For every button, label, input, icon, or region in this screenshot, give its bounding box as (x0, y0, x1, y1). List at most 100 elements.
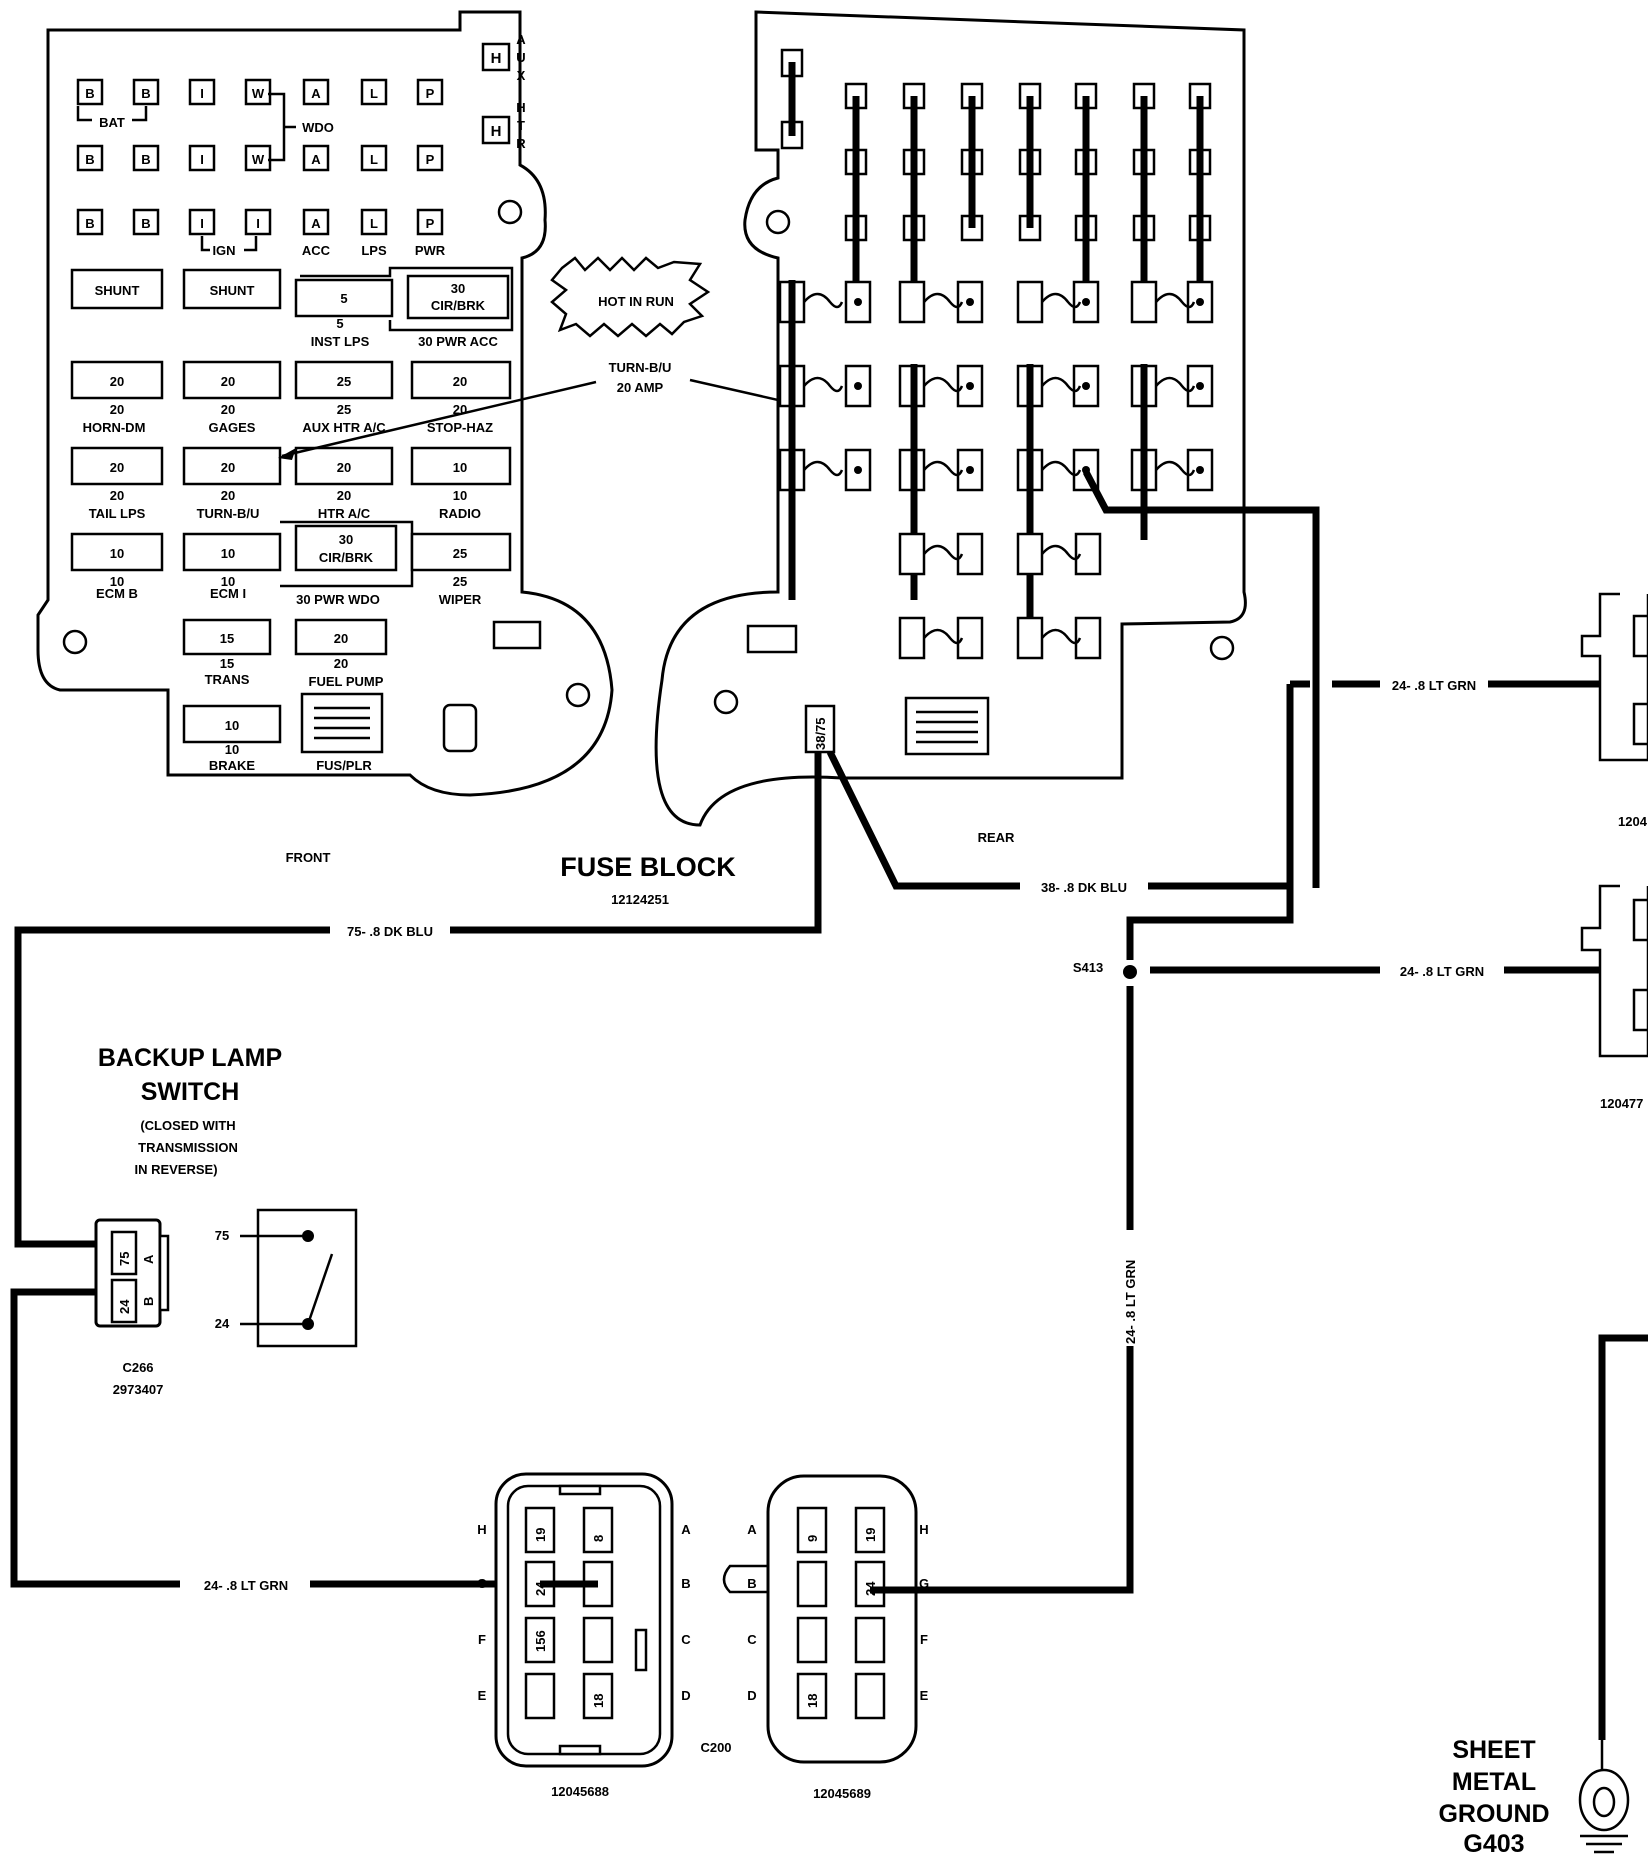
svg-text:20: 20 (334, 631, 348, 646)
aux-letter-u: U (516, 50, 525, 65)
fuse-gages: 20 20 GAGES (182, 360, 282, 435)
switch-connector-name: C266 (122, 1360, 153, 1375)
c200-letter-right-a-0: A (747, 1522, 757, 1537)
terminal-row3-4: A (302, 208, 330, 236)
terminal-row2-6: P (416, 144, 444, 172)
rear-bottom-pair-2 (898, 616, 984, 660)
svg-text:156: 156 (533, 1630, 548, 1652)
fuse-aux-htr-ac: 25 25 AUX HTR A/C (294, 360, 394, 435)
wire-24-vert-lower (920, 1346, 1134, 1594)
bat-bracket (76, 106, 148, 122)
svg-text:I: I (200, 216, 204, 231)
c200-letter-mid-3: D (681, 1688, 690, 1703)
rear-fuse-pair-r0-p2 (1016, 280, 1100, 324)
backup-lamp-switch: BACKUP LAMP SWITCH (CLOSED WITH TRANSMIS… (94, 1044, 358, 1397)
c200-name: C200 (700, 1740, 731, 1755)
rear-fuse-pair-r0-p3 (1130, 280, 1214, 324)
rear-bottom-pair-1 (1016, 532, 1102, 576)
c200-right-body (766, 1474, 918, 1764)
switch-blade (306, 1253, 334, 1325)
svg-text:SHUNT: SHUNT (95, 283, 140, 298)
svg-text:AUX HTR A/C: AUX HTR A/C (302, 420, 386, 435)
cir-brk-outline (300, 266, 514, 332)
c200-left-side-key (634, 1628, 648, 1672)
rear-bottom-pair-0 (898, 532, 984, 576)
wire-ground (1598, 1334, 1648, 1740)
fuse-block-title: FUSE BLOCK (560, 852, 736, 882)
ground-label-4: G403 (1463, 1830, 1524, 1856)
fuse-inst-lps: 5 5 INST LPS (294, 278, 394, 349)
terminal-row3-6: P (416, 208, 444, 236)
callout-arrowhead-front (278, 448, 296, 460)
c200-letter-right-a-2: C (747, 1632, 757, 1647)
rear-label: REAR (978, 830, 1015, 845)
svg-text:20: 20 (110, 402, 124, 417)
aux-h-label: H (491, 50, 502, 67)
c200-letter-left-1: G (477, 1576, 487, 1591)
terminal-row3-5: L (360, 208, 388, 236)
terminal-row2-5: L (360, 144, 388, 172)
c200-right-cavity-4 (796, 1616, 828, 1664)
svg-text:20: 20 (453, 374, 467, 389)
svg-text:P: P (426, 86, 435, 101)
c200-left-cavity-1: 8 (582, 1506, 614, 1554)
svg-text:GAGES: GAGES (209, 420, 256, 435)
svg-text:120477: 120477 (1600, 1096, 1643, 1111)
svg-text:P: P (426, 152, 435, 167)
c200-latch (722, 1564, 768, 1594)
switch-connector-part: 2973407 (113, 1382, 164, 1397)
wire-24-left-label: 24- .8 LT GRN (204, 1578, 288, 1593)
wire-24-from-switch (10, 1288, 180, 1588)
svg-text:10: 10 (453, 488, 467, 503)
svg-text:20: 20 (110, 374, 124, 389)
fuse-block-part-number: 12124251 (611, 892, 669, 907)
right-connector-2: 120477 (1580, 884, 1648, 1111)
svg-text:W: W (252, 86, 265, 101)
front-mount-hole-1 (497, 199, 523, 225)
svg-text:25: 25 (453, 546, 467, 561)
c200-letter-left-3: E (478, 1688, 487, 1703)
svg-text:B: B (141, 86, 150, 101)
cir-brk-30-wdo: 30 CIR/BRK 30 PWR WDO (294, 524, 398, 607)
htr-letter-r: R (516, 136, 526, 151)
svg-text:I: I (200, 152, 204, 167)
svg-text:20: 20 (221, 374, 235, 389)
wire-24-vert-label: 24- .8 LT GRN (1123, 1260, 1138, 1344)
ground-eyelet-hole (1592, 1786, 1616, 1818)
terminal-row3-3: I (244, 208, 272, 236)
fusible-link-puller: FUS/PLR (300, 692, 384, 773)
fuse-turn-bu: 20 20 TURN-B/U (182, 446, 282, 521)
fuse-wiper: 25 25 WIPER (410, 532, 512, 607)
c200-left-cavity-5 (582, 1616, 614, 1664)
terminal-row2-3: W (244, 144, 272, 172)
svg-text:9: 9 (805, 1535, 820, 1542)
cir-brk-30-acc: 30 CIR/BRK 30 PWR ACC (406, 274, 510, 349)
svg-text:W: W (252, 152, 265, 167)
switch-note-1: (CLOSED WITH (140, 1118, 235, 1133)
svg-text:INST LPS: INST LPS (311, 334, 370, 349)
svg-text:5: 5 (340, 291, 347, 306)
c200-right-cavity-5 (854, 1616, 886, 1664)
front-label: FRONT (286, 850, 331, 865)
svg-text:25: 25 (337, 402, 351, 417)
c200-letter-right-a-1: B (747, 1576, 756, 1591)
svg-text:ECM I: ECM I (210, 586, 246, 601)
svg-text:18: 18 (805, 1694, 820, 1708)
svg-text:A: A (311, 86, 321, 101)
svg-text:25: 25 (453, 574, 467, 589)
svg-text:20: 20 (221, 402, 235, 417)
svg-text:30: 30 (451, 281, 465, 296)
c200-letter-right-a-3: D (747, 1688, 756, 1703)
svg-text:I: I (256, 216, 260, 231)
switch-connector-tab (158, 1234, 170, 1312)
pwr-label: PWR (415, 243, 446, 258)
aux-letter-a: A (516, 32, 526, 47)
switch-note-3: IN REVERSE) (134, 1162, 217, 1177)
svg-text:20: 20 (110, 488, 124, 503)
switch-title-1: BACKUP LAMP (98, 1044, 282, 1072)
ign-bracket (200, 236, 258, 252)
svg-text:5: 5 (336, 316, 343, 331)
svg-text:10: 10 (453, 460, 467, 475)
aux-letter-x: X (517, 68, 526, 83)
fuse-brake: 10 10 BRAKE (182, 704, 282, 773)
